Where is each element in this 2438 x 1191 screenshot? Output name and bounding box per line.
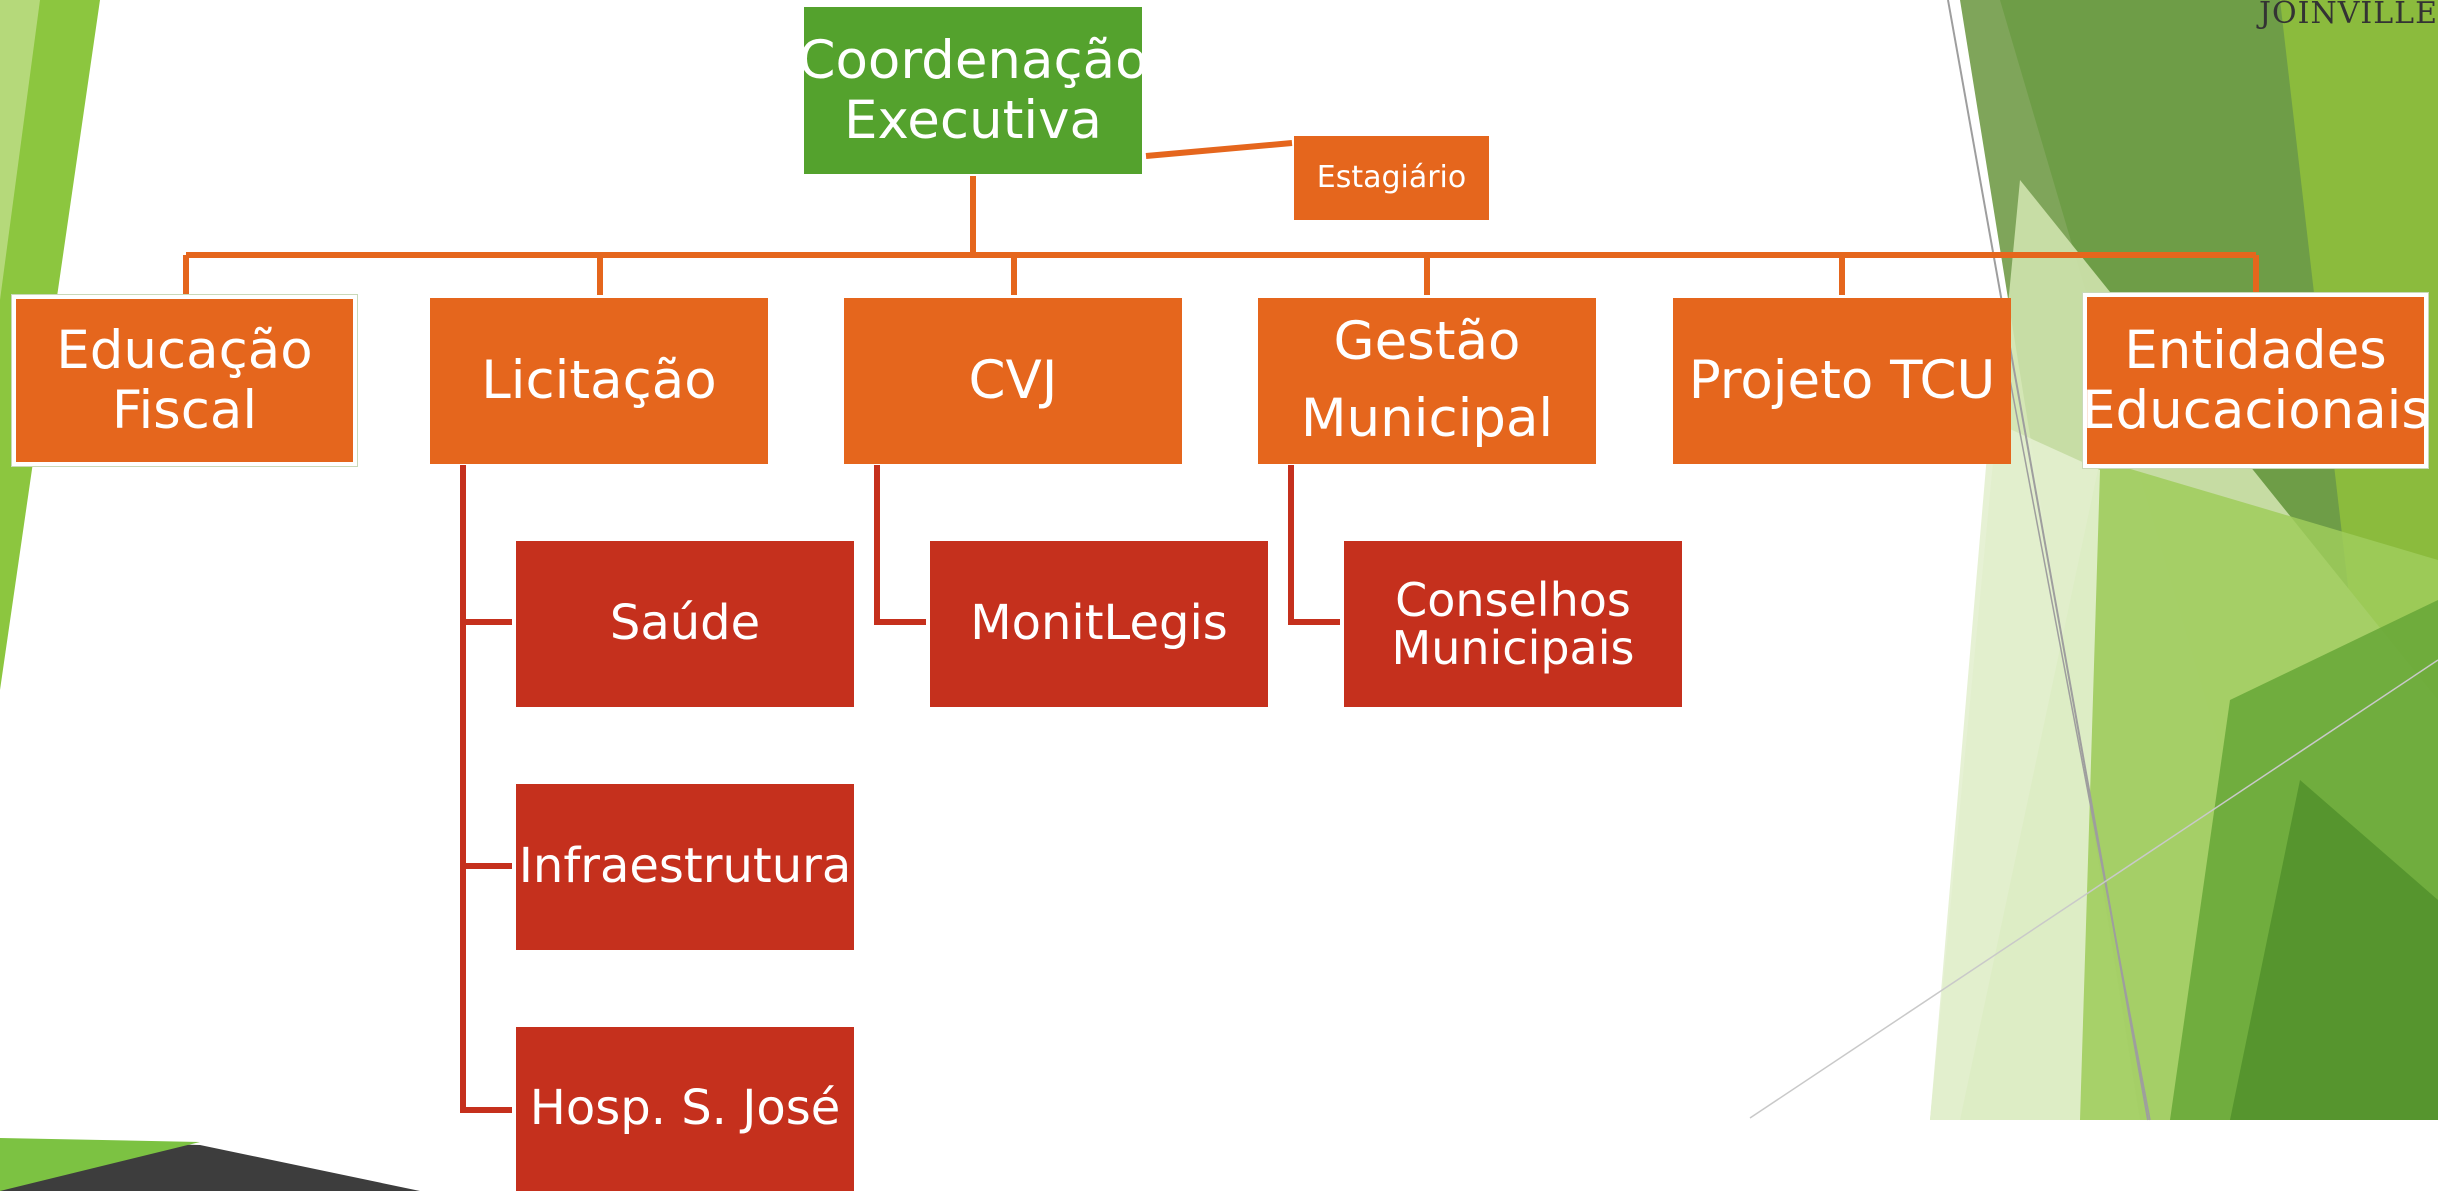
connector-cvj-tree [874,465,926,625]
node-label: Infraestrutura [518,838,852,895]
node-cvj[interactable]: CVJ [844,298,1182,464]
node-saude[interactable]: Saúde [516,541,854,707]
node-label: MonitLegis [970,595,1228,652]
node-label: Estagiário [1316,160,1467,196]
node-label: Licitação [481,350,717,412]
guide-line-2 [2009,379,2151,1121]
right-facet-7 [2230,780,2438,1120]
node-hosp-s-jose[interactable]: Hosp. S. José [516,1027,854,1191]
guide-line-3 [1749,659,2438,1119]
node-monitlegis[interactable]: MonitLegis [930,541,1268,707]
left-accent-shape-light [0,0,40,300]
node-gestao-municipal[interactable]: Gestão Municipal [1258,298,1596,464]
node-estagiario[interactable]: Estagiário [1294,136,1489,220]
node-conselhos-municipais[interactable]: Conselhos Municipais [1344,541,1682,707]
node-label: Entidades Educacionais [2081,320,2430,441]
node-label: CVJ [968,350,1058,412]
node-label: Conselhos Municipais [1391,572,1635,675]
connector-licitacao-tree [460,465,512,1113]
node-educacao-fiscal[interactable]: Educação Fiscal [12,295,357,466]
node-entidades-educacionais[interactable]: Entidades Educacionais [2081,293,2430,468]
node-licitacao[interactable]: Licitação [430,298,768,464]
right-facet-8 [1930,420,2100,1120]
node-label: Projeto TCU [1688,350,1996,412]
node-label: Saúde [609,595,761,652]
bottom-swoosh-green [0,1138,200,1191]
connector-assistant [1145,140,1293,159]
node-projeto-tcu[interactable]: Projeto TCU [1673,298,2011,464]
node-coordenacao-executiva[interactable]: Coordenação Executiva [798,7,1148,174]
brand-wordmark: JOINVILLE [2259,0,2438,31]
node-infraestrutura[interactable]: Infraestrutura [516,784,854,950]
node-label: Educação Fiscal [56,320,313,441]
sub-connectors [460,465,1340,1113]
connector-gestao-tree [1288,465,1340,625]
node-label: Hosp. S. José [529,1080,841,1137]
node-label: Coordenação Executiva [798,30,1148,151]
node-label: Gestão Municipal [1300,311,1554,449]
connectors [183,140,2259,295]
